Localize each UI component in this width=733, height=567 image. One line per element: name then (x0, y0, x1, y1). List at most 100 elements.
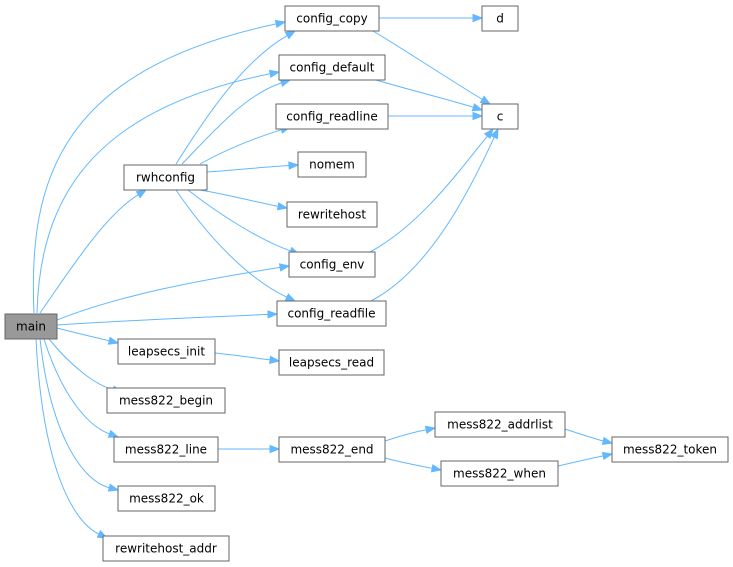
node-mess822-addrlist[interactable]: mess822_addrlist (434, 411, 566, 438)
arrowhead-icon (269, 444, 281, 454)
node-c-label: c (497, 110, 504, 124)
edge-mess822-end-to-mess822-when (384, 457, 443, 473)
edge-line (39, 338, 110, 489)
node-mess822-line[interactable]: mess822_line (113, 436, 219, 463)
edge-line (39, 194, 139, 314)
edge-main-to-config-copy (32, 19, 287, 314)
edge-line (384, 429, 427, 442)
arrowhead-icon (107, 483, 120, 492)
edge-config-default-to-c (375, 79, 484, 112)
arrowhead-icon (107, 429, 120, 438)
arrowhead-icon (424, 425, 437, 435)
node-mess822-when-label: mess822_when (453, 467, 546, 481)
node-rewritehost-addr[interactable]: rewritehost_addr (102, 535, 230, 562)
node-rewritehost-addr-label: rewritehost_addr (115, 542, 217, 556)
node-config-env-label: config_env (300, 258, 365, 272)
edge-line (369, 135, 488, 253)
node-mess822-ok[interactable]: mess822_ok (117, 485, 216, 512)
edge-mess822-line-to-mess822-end (218, 444, 281, 454)
arrowhead-icon (284, 293, 297, 302)
node-rewritehost[interactable]: rewritehost (286, 201, 378, 228)
edge-main-to-config-readfile (56, 310, 279, 326)
node-mess822-addrlist-label: mess822_addrlist (447, 418, 553, 432)
edge-config-copy-to-d (379, 13, 484, 23)
node-mess822-begin[interactable]: mess822_begin (106, 387, 226, 414)
node-nomem[interactable]: nomem (297, 151, 367, 178)
node-mess822-end[interactable]: mess822_end (278, 436, 386, 463)
edge-line (370, 136, 495, 302)
node-c[interactable]: c (481, 103, 519, 130)
arrowhead-icon (267, 310, 279, 319)
edge-config-readfile-to-c (370, 127, 499, 302)
edge-config-readline-to-c (387, 111, 484, 121)
node-config-readfile-label: config_readfile (287, 307, 375, 321)
node-leapsecs-init-label: leapsecs_init (128, 345, 205, 359)
arrowhead-icon (472, 13, 484, 23)
edge-main-to-leapsecs-init (56, 327, 120, 345)
arrowhead-icon (471, 103, 484, 112)
node-config-default[interactable]: config_default (278, 54, 386, 81)
arrowhead-icon (430, 464, 443, 473)
edge-main-to-config-default (36, 69, 281, 314)
node-main-label: main (16, 320, 46, 334)
edge-layer (32, 13, 614, 539)
node-mess822-when[interactable]: mess822_when (440, 460, 559, 487)
arrowhead-icon (288, 161, 300, 170)
edge-line (557, 455, 604, 467)
node-rwhconfig-label: rwhconfig (136, 171, 195, 185)
edge-line (375, 79, 474, 108)
node-rwhconfig[interactable]: rwhconfig (123, 164, 208, 191)
arrowhead-icon (276, 202, 289, 211)
node-mess822-end-label: mess822_end (290, 443, 373, 457)
node-main[interactable]: main (4, 313, 58, 340)
arrowhead-icon (278, 263, 291, 272)
edge-line (199, 189, 279, 207)
node-d[interactable]: d (481, 5, 519, 32)
node-config-readline[interactable]: config_readline (275, 103, 389, 130)
edge-main-to-rewritehost-addr (35, 338, 109, 539)
arrowhead-icon (135, 189, 148, 199)
edge-mess822-addrlist-to-mess822-token (564, 428, 614, 445)
edge-rwhconfig-to-config-copy (175, 30, 297, 165)
edge-main-to-config-env (56, 263, 291, 321)
edge-main-to-mess822-line (43, 338, 120, 438)
edge-line (372, 30, 483, 100)
node-mess822-token[interactable]: mess822_token (611, 436, 729, 463)
arrowhead-icon (269, 355, 281, 365)
edge-line (43, 338, 110, 435)
node-config-copy-label: config_copy (296, 12, 367, 26)
arrowhead-icon (107, 336, 120, 345)
node-layer: main rwhconfig config_copy config_defaul… (4, 5, 729, 562)
node-mess822-token-label: mess822_token (623, 443, 717, 457)
edge-rwhconfig-to-config-default (181, 78, 292, 165)
node-mess822-line-label: mess822_line (125, 443, 207, 457)
edge-mess822-when-to-mess822-token (557, 451, 614, 467)
edge-line (56, 327, 110, 342)
edge-main-to-rwhconfig (39, 189, 148, 314)
node-config-readfile[interactable]: config_readfile (276, 300, 387, 327)
edge-line (56, 266, 281, 321)
node-config-copy[interactable]: config_copy (284, 5, 380, 32)
edge-main-to-mess822-ok (39, 338, 120, 492)
node-leapsecs-init[interactable]: leapsecs_init (117, 338, 216, 365)
node-config-env[interactable]: config_env (288, 251, 376, 278)
edge-line (32, 23, 277, 314)
edge-config-env-to-c (369, 127, 494, 253)
arrowhead-icon (490, 127, 499, 140)
edge-line (181, 82, 282, 165)
arrowhead-icon (268, 69, 281, 79)
edge-mess822-end-to-mess822-addrlist (384, 425, 437, 442)
edge-config-copy-to-c (372, 30, 492, 105)
edge-rwhconfig-to-config-env (187, 189, 301, 255)
edge-line (35, 338, 100, 535)
arrowhead-icon (274, 19, 287, 29)
edge-rwhconfig-to-rewritehost (199, 189, 289, 211)
edge-line (56, 313, 269, 326)
node-d-label: d (496, 12, 504, 26)
node-mess822-begin-label: mess822_begin (119, 394, 213, 408)
node-config-readline-label: config_readline (286, 110, 377, 124)
node-leapsecs-read[interactable]: leapsecs_read (278, 349, 385, 376)
edge-line (48, 338, 114, 391)
edge-line (564, 428, 604, 442)
